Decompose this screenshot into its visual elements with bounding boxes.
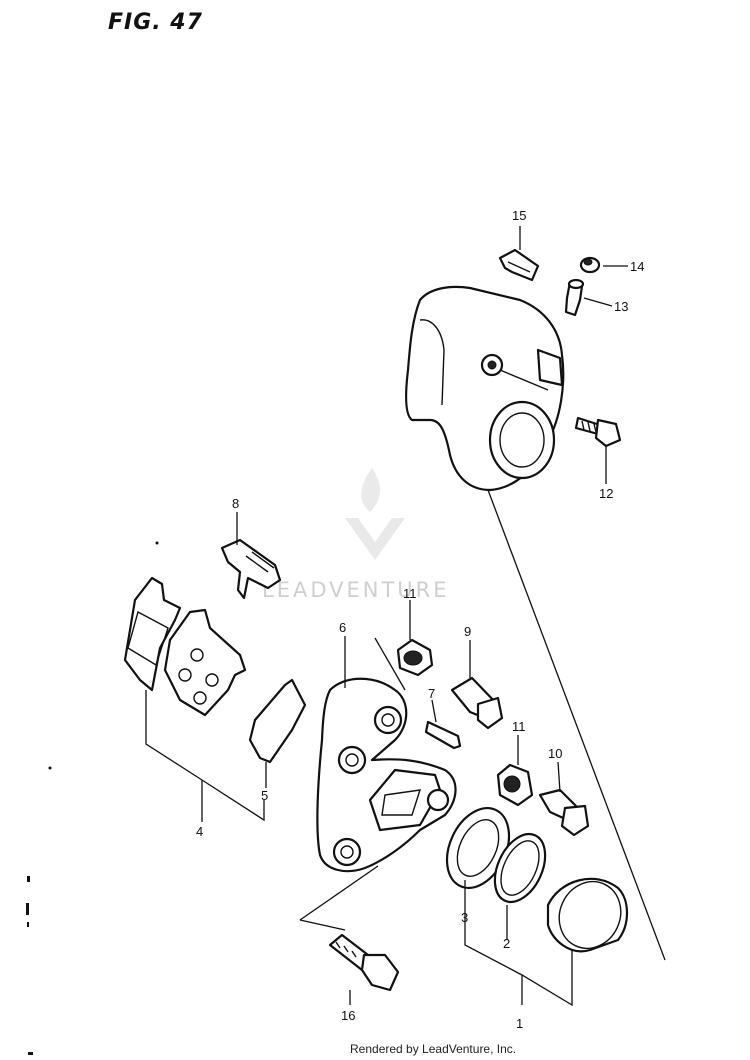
callout-8: 8 (232, 496, 239, 511)
part-2-piston-seal[interactable] (485, 826, 555, 910)
callout-11-upper: 11 (403, 586, 417, 601)
part-11-boot-upper[interactable] (396, 638, 434, 677)
callout-6: 6 (339, 620, 346, 635)
callout-4: 4 (196, 824, 203, 839)
part-10-pin[interactable] (538, 788, 590, 837)
part-16-bolt[interactable] (328, 933, 400, 992)
callout-labels: 15 14 13 12 8 11 6 9 7 11 10 5 4 3 2 16 … (196, 208, 644, 1031)
callout-5: 5 (261, 788, 268, 803)
footer-credit: Rendered by LeadVenture, Inc. (350, 1042, 517, 1056)
part-7-spring-pin[interactable] (424, 720, 462, 750)
part-5-shim[interactable] (248, 678, 307, 764)
callout-12: 12 (599, 486, 613, 501)
callout-2: 2 (503, 936, 510, 951)
callout-9: 9 (464, 624, 471, 639)
scan-specks (26, 541, 159, 1055)
part-3-dust-seal[interactable] (435, 798, 521, 898)
part-8-pad-spring[interactable] (220, 538, 282, 600)
part-1-piston[interactable] (546, 872, 632, 959)
part-15-clip[interactable] (498, 248, 540, 282)
callout-3: 3 (461, 910, 468, 925)
callout-13: 13 (614, 299, 628, 314)
caliper-holder[interactable] (405, 285, 565, 492)
part-4-brake-pads[interactable] (123, 576, 247, 717)
callout-1: 1 (516, 1016, 523, 1031)
watermark-text: LEADVENTURE (262, 578, 450, 602)
part-12-bolt[interactable] (574, 416, 622, 448)
watermark-logo-icon (345, 468, 405, 560)
figure-title: FIG. 47 (108, 10, 203, 35)
callout-16: 16 (341, 1008, 355, 1023)
part-14-cap[interactable] (579, 256, 601, 274)
callout-11-lower: 11 (512, 719, 526, 734)
callout-10: 10 (548, 746, 562, 761)
part-6-caliper-bracket[interactable] (316, 677, 457, 873)
callout-15: 15 (512, 208, 526, 223)
callout-7: 7 (428, 686, 435, 701)
part-13-bleeder-screw[interactable] (564, 278, 585, 317)
leader-lines (145, 226, 666, 1007)
callout-14: 14 (630, 259, 644, 274)
part-11-boot-lower[interactable] (496, 763, 534, 807)
part-9-pin[interactable] (450, 676, 504, 730)
